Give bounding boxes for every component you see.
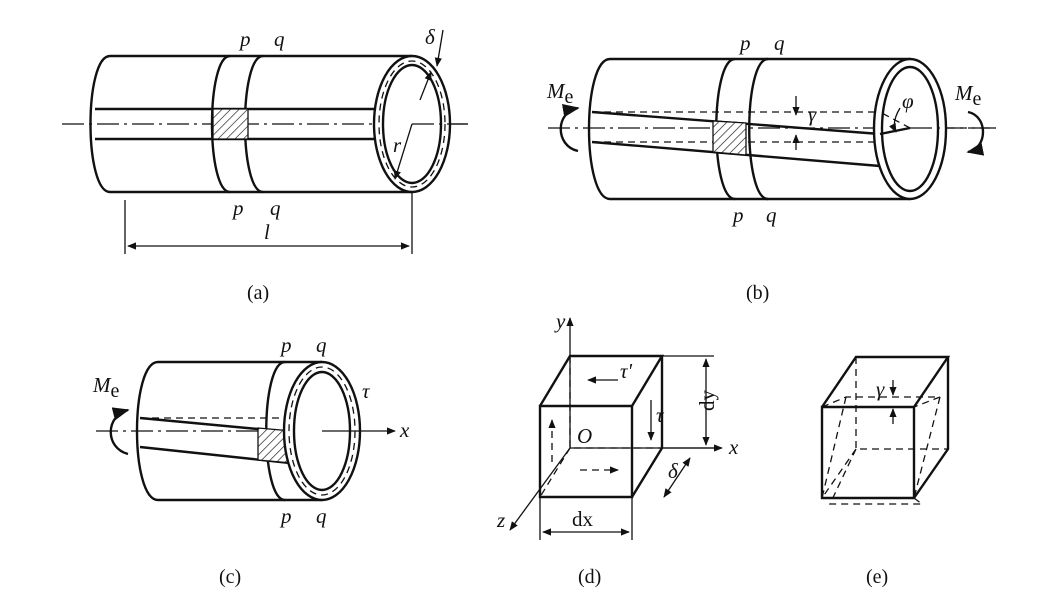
panel-c-cylinder-body bbox=[135, 360, 322, 502]
panel-d-delta-label: δ bbox=[668, 459, 679, 483]
panel-e-original-front bbox=[820, 405, 916, 500]
panel-b-moment-left-arrow bbox=[559, 103, 580, 153]
panel-c: x τ Me p q p q (c) bbox=[92, 333, 410, 588]
panel-c-label-p-top: p bbox=[279, 333, 292, 357]
panel-b-label-p-top: p bbox=[738, 31, 751, 55]
panel-b-hatched-element bbox=[712, 120, 747, 156]
panel-b-phi-label: φ bbox=[902, 89, 914, 113]
panel-c-moment-label: Me bbox=[92, 373, 120, 402]
panel-d-y-label: y bbox=[554, 309, 566, 333]
panel-d-hidden-edges bbox=[539, 356, 662, 498]
panel-d-tau-prime-label: τ' bbox=[620, 359, 633, 383]
panel-a-label-p-top: p bbox=[238, 27, 251, 51]
panel-d-caption: (d) bbox=[578, 566, 601, 588]
panel-b-caption: (b) bbox=[746, 282, 769, 304]
panel-a-end-mid bbox=[378, 60, 446, 188]
panel-a-section-p bbox=[210, 54, 231, 194]
panel-a-thickness-label: δ bbox=[425, 25, 436, 49]
panel-b-label-p-bottom: p bbox=[731, 203, 744, 227]
panel-c-label-q-bottom: q bbox=[316, 504, 327, 528]
panel-d-tau-label: τ bbox=[656, 403, 665, 427]
panel-d-x-label: x bbox=[728, 435, 739, 459]
panel-b-gamma-label: γ bbox=[808, 102, 817, 126]
panel-b-moment-left-label: Me bbox=[546, 79, 574, 108]
panel-d-delta-arrow bbox=[663, 457, 691, 498]
panel-a-label-p-bottom: p bbox=[231, 196, 244, 220]
panel-a: r δ p q p q l (a) bbox=[62, 25, 468, 304]
panel-a-label-q-bottom: q bbox=[270, 196, 281, 220]
panel-c-tau-label: τ bbox=[362, 379, 371, 403]
panel-d-dy-label: dy bbox=[695, 390, 719, 412]
panel-d-dx-label: dx bbox=[572, 507, 594, 531]
panel-b-moment-right-arrow bbox=[966, 110, 985, 156]
panel-d: y x z O τ' τ dy dx δ (d) bbox=[496, 309, 739, 588]
panel-c-label-p-bottom: p bbox=[279, 504, 292, 528]
panel-d-cube-front bbox=[538, 404, 634, 499]
panel-b: φ γ Me Me p q p q (b) bbox=[546, 31, 996, 304]
panel-a-hatched-element bbox=[212, 108, 249, 140]
panel-d-z-label: z bbox=[496, 508, 505, 532]
panel-a-radius-arrow bbox=[393, 123, 413, 180]
panel-c-moment-arrow bbox=[109, 407, 130, 456]
panel-e-original-top bbox=[821, 355, 951, 408]
panel-a-radius-label: r bbox=[393, 133, 402, 157]
panel-a-caption: (a) bbox=[247, 282, 269, 304]
panel-e-gamma-label: γ bbox=[876, 377, 885, 401]
panel-b-cylinder-body bbox=[587, 57, 910, 201]
panel-b-label-q-bottom: q bbox=[766, 203, 777, 227]
panel-e: γ (e) bbox=[820, 355, 951, 588]
panel-e-original-right bbox=[913, 357, 950, 499]
panel-b-label-q-top: q bbox=[774, 31, 785, 55]
panel-a-label-q-top: q bbox=[274, 27, 285, 51]
panel-d-origin-label: O bbox=[577, 424, 592, 448]
panel-a-thickness-arrow bbox=[434, 29, 444, 67]
panel-b-moment-right-label: Me bbox=[954, 81, 982, 110]
panel-c-label-q-top: q bbox=[316, 333, 327, 357]
panel-c-caption: (c) bbox=[219, 566, 241, 588]
panel-b-section-q bbox=[748, 57, 769, 201]
panel-d-cube-top bbox=[538, 354, 665, 407]
panel-e-caption: (e) bbox=[866, 566, 888, 588]
panel-e-deformed-edges bbox=[821, 357, 948, 505]
panel-a-thickness-arrow-inner bbox=[419, 71, 432, 101]
panel-b-end-inner bbox=[880, 65, 940, 193]
panel-b-phi-arrow bbox=[889, 107, 901, 133]
panel-a-length-label: l bbox=[264, 220, 270, 244]
panel-c-x-label: x bbox=[399, 418, 410, 442]
